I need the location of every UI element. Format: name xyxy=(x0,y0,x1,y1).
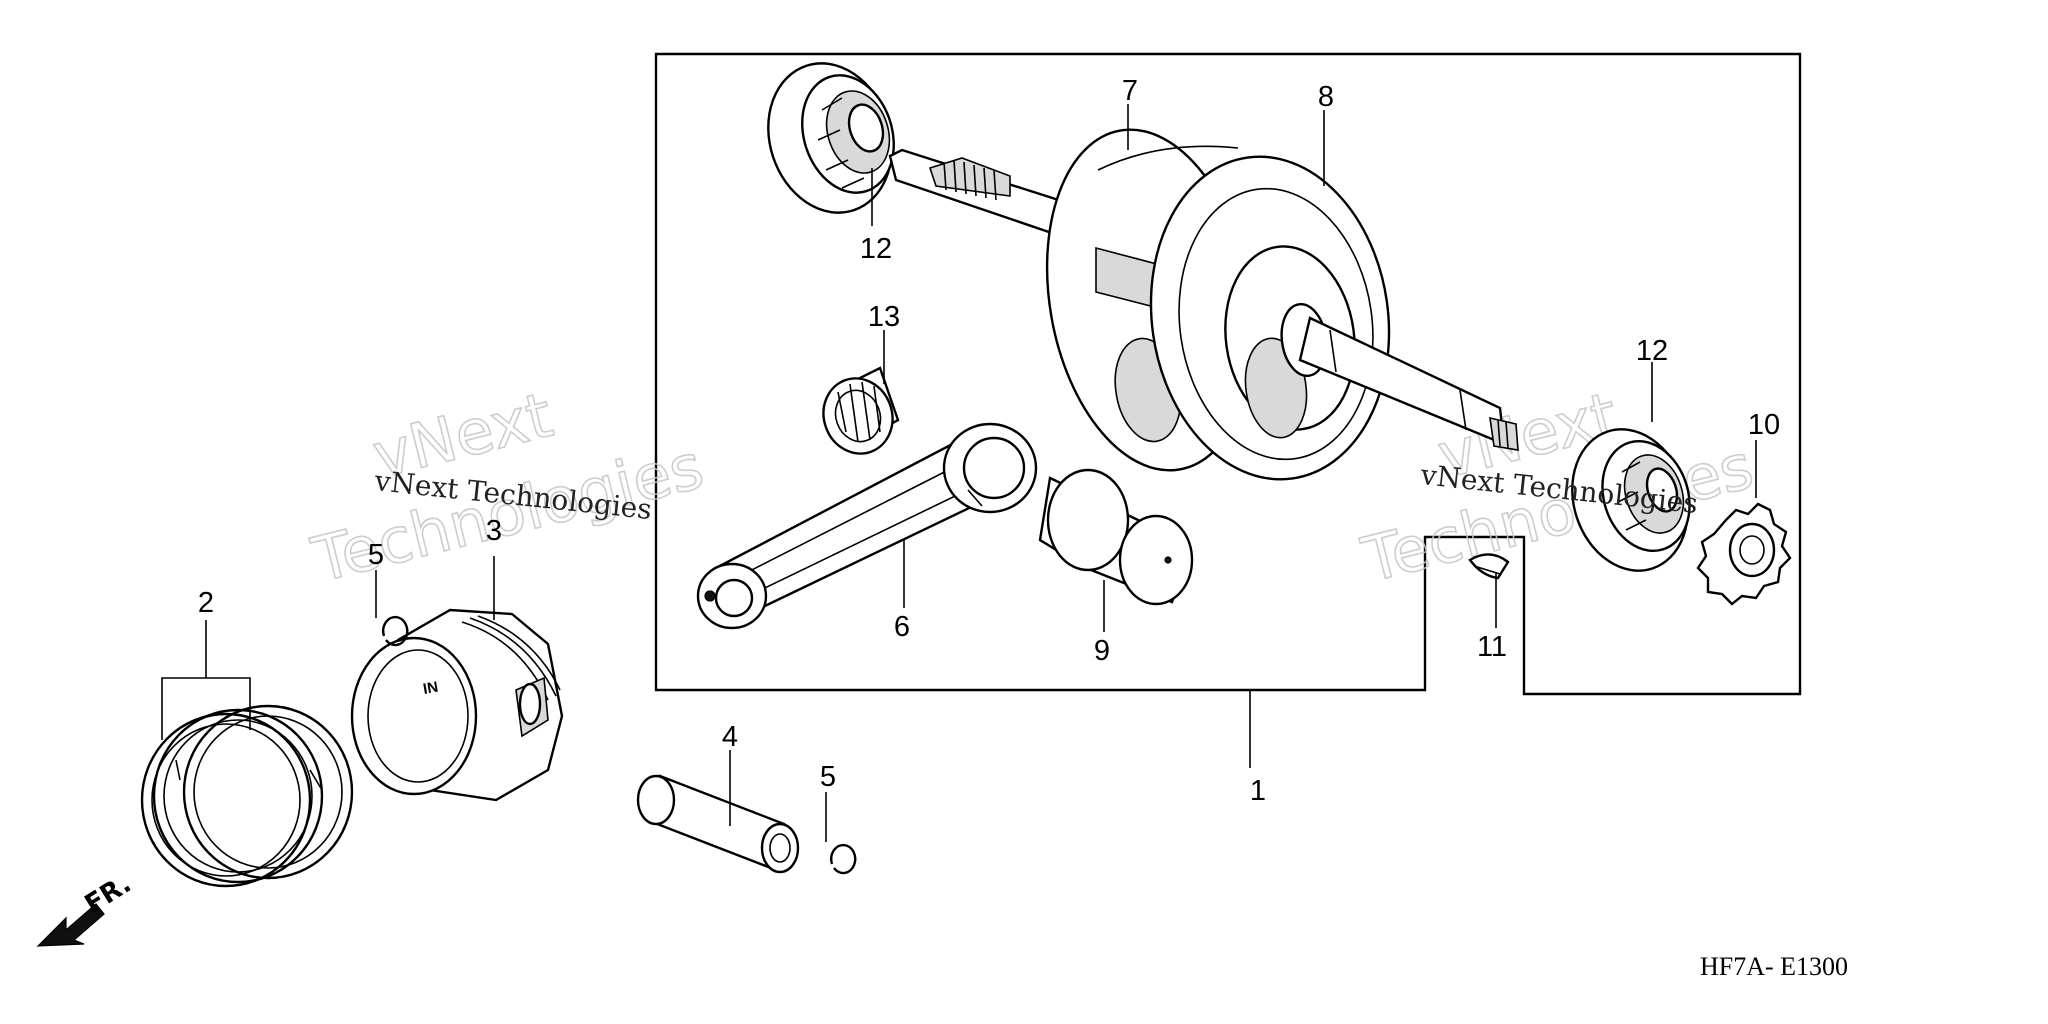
part-label-1: 1 xyxy=(1250,775,1266,807)
part-label-9: 9 xyxy=(1094,635,1110,667)
part-label-12-left: 12 xyxy=(860,233,892,265)
part-label-4: 4 xyxy=(722,721,738,753)
connecting-rod xyxy=(696,422,1038,630)
front-direction-arrow: FR. xyxy=(36,869,137,947)
part-label-10: 10 xyxy=(1748,409,1780,441)
part-label-6: 6 xyxy=(894,611,910,643)
piston: IN xyxy=(350,608,564,802)
part-label-2: 2 xyxy=(198,587,214,619)
leader-line-2 xyxy=(161,620,251,740)
piston-rings xyxy=(140,704,354,888)
crank-pin xyxy=(1038,468,1194,606)
woodruff-key xyxy=(1468,553,1510,580)
part-label-5-left: 5 xyxy=(368,539,384,571)
gear xyxy=(1696,502,1792,606)
part-label-13: 13 xyxy=(868,301,900,333)
piston-pin-clip-right xyxy=(830,843,857,875)
assembly-bracket xyxy=(654,52,1802,696)
crankshaft xyxy=(888,128,1519,481)
diagram-code: HF7A- E1300 xyxy=(1700,952,1848,981)
part-label-7: 7 xyxy=(1122,75,1138,107)
bearing-right xyxy=(1571,428,1691,572)
part-label-5-right: 5 xyxy=(820,761,836,793)
needle-bearing xyxy=(822,366,900,455)
part-label-3: 3 xyxy=(486,515,502,547)
part-label-8: 8 xyxy=(1318,81,1334,113)
piston-pin-clip-left xyxy=(382,615,409,647)
bearing-left xyxy=(767,62,895,214)
piston-pin xyxy=(636,774,800,874)
part-label-11: 11 xyxy=(1477,631,1507,663)
piston-in-mark: IN xyxy=(422,679,440,698)
part-label-12-right: 12 xyxy=(1636,335,1668,367)
